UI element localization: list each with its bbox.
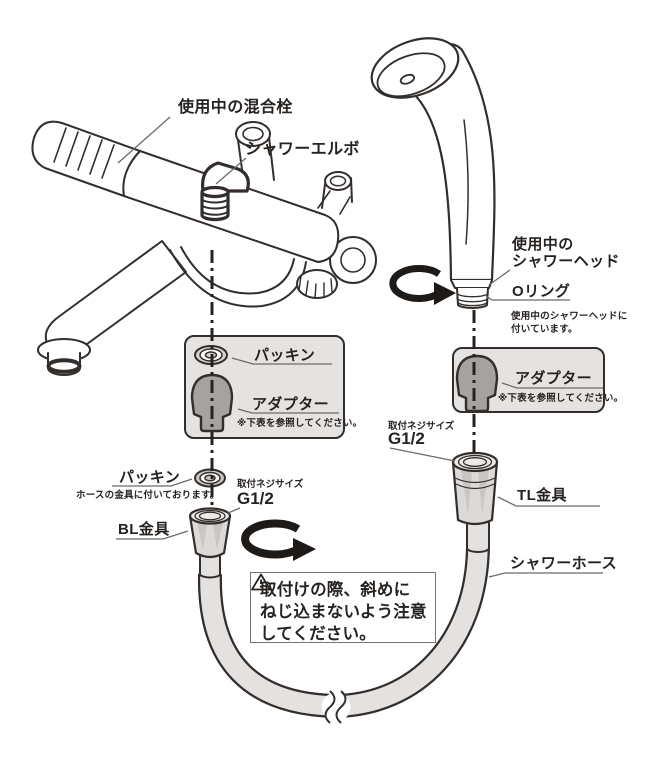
adapter-label-left: アダプター — [252, 396, 330, 413]
adapter-note-left: ※下表を参照してください。 — [237, 418, 363, 429]
thread-size-right-title: 取付ネジサイズ — [388, 421, 455, 432]
hose-break-icon — [321, 690, 351, 724]
packing-label-box: パッキン — [254, 347, 316, 364]
shower-elbow-label: シャワーエルボ — [245, 141, 360, 158]
thread-size-right-value: G1/2 — [388, 429, 425, 448]
warning-line-3: してください。 — [260, 625, 376, 643]
rotate-arrow-icon — [389, 265, 456, 305]
thread-size-left-title: 取付ネジサイズ — [237, 479, 304, 490]
adapter-illustration — [455, 354, 499, 413]
packing-note-hose: ホースの金具に付いております。 — [76, 490, 220, 501]
warning-box: 取付けの際、斜めに ねじ込まないよう注意 してください。 — [250, 572, 436, 643]
adapter-illustration — [190, 373, 234, 433]
leader-lines — [112, 116, 603, 578]
packing-ring-illustration — [194, 468, 226, 488]
warning-line-1: 取付けの際、斜めに — [260, 581, 411, 599]
warning-line-2: ねじ込まないよう注意 — [260, 603, 427, 621]
tl-fitting-label: TL金具 — [517, 487, 567, 504]
shower-head-illustration — [370, 37, 496, 309]
bl-fitting-illustration — [188, 507, 232, 579]
faucet-illustration — [31, 120, 377, 376]
shower-hose-illustration — [197, 545, 490, 724]
thread-size-left-value: G1/2 — [237, 489, 274, 508]
hose-label: シャワーホース — [510, 555, 618, 572]
oring-note: 使用中のシャワーヘッドに 付いています。 — [511, 311, 628, 335]
rotate-arrow-icon — [241, 519, 316, 561]
faucet-label: 使用中の混合栓 — [178, 99, 293, 116]
shower-elbow-illustration — [200, 161, 250, 222]
oring-label: Oリング — [512, 283, 571, 300]
adapter-label-right: アダプター — [515, 370, 593, 387]
tl-fitting-illustration — [451, 451, 499, 553]
warning-icon — [251, 573, 271, 591]
adapter-note-right: ※下表を参照してください。 — [498, 393, 624, 404]
bl-fitting-label: BL金具 — [118, 521, 170, 538]
packing-label-hose: パッキン — [119, 469, 181, 486]
showerhead-label: 使用中の シャワーヘッド — [512, 236, 620, 270]
